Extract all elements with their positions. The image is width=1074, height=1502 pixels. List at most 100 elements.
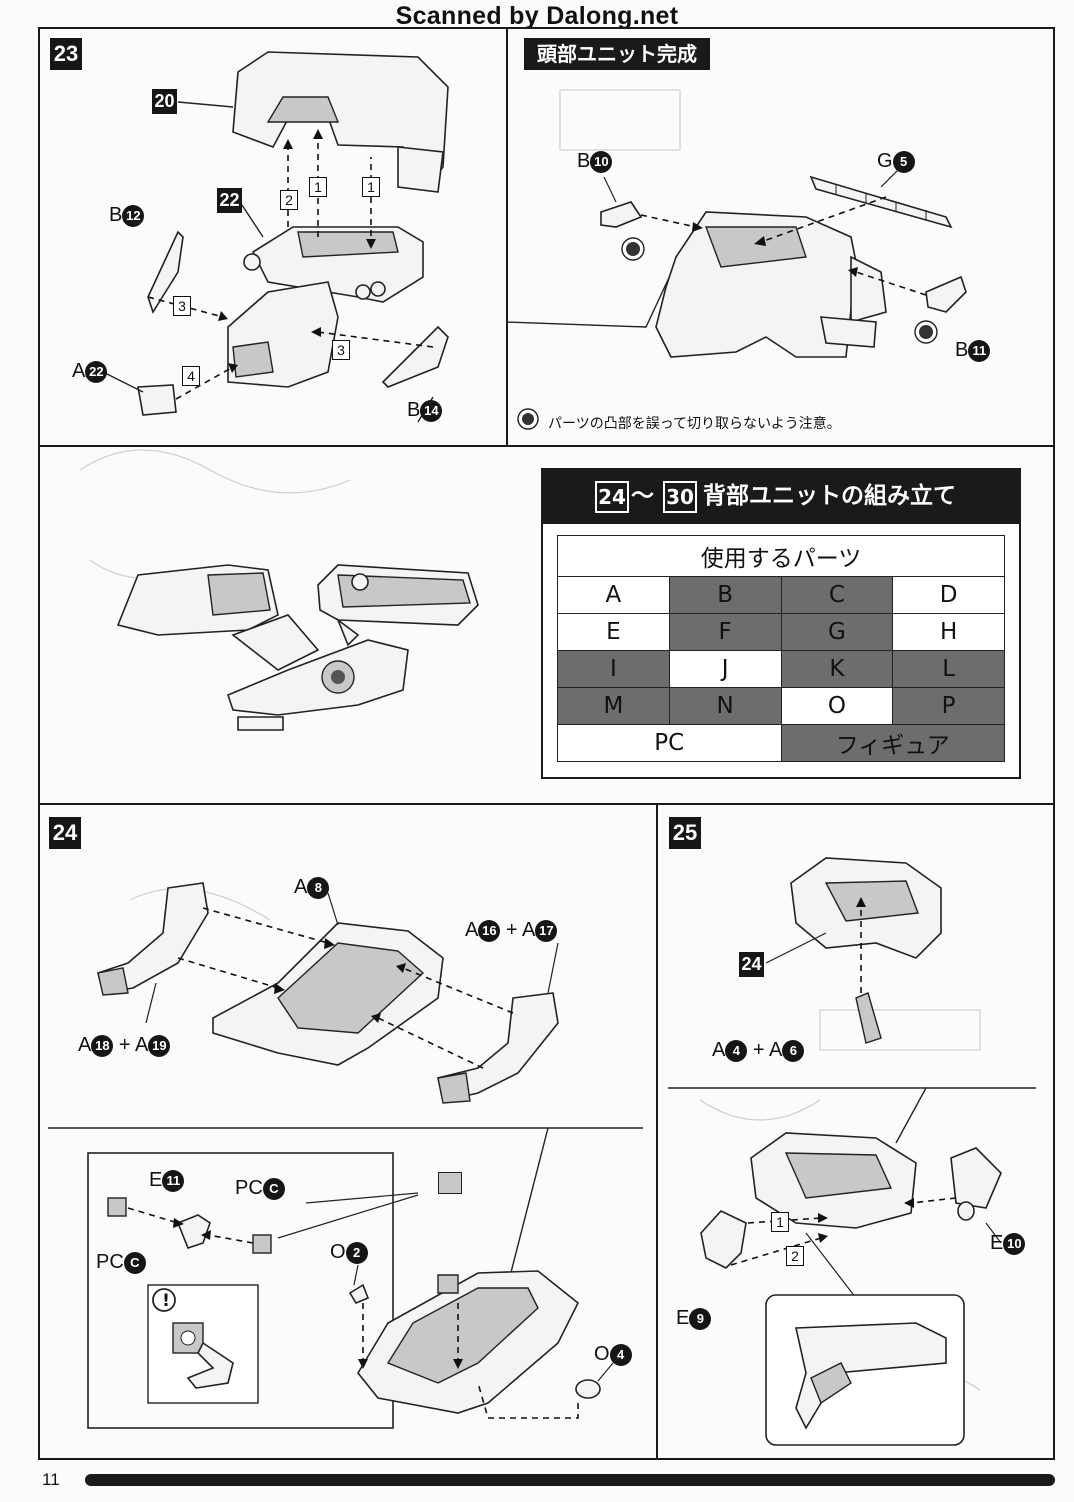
part-d: D xyxy=(892,576,1005,614)
label-a19-letter: A xyxy=(135,1034,149,1056)
part-g: G xyxy=(780,613,894,651)
plus-sign-24a: + xyxy=(505,919,518,941)
part-o: O xyxy=(780,687,894,725)
substep-25-1: 1 xyxy=(771,1212,789,1232)
label-o2-letter: O xyxy=(330,1241,346,1263)
part-i: I xyxy=(557,650,670,688)
parts-header: 使用するパーツ xyxy=(557,535,1005,577)
label-a16-letter: A xyxy=(465,919,479,941)
label-b10-number: 10 xyxy=(590,150,613,173)
label-o2-number: 2 xyxy=(345,1241,368,1264)
substep-4: 4 xyxy=(182,366,200,386)
label-a8-letter: A xyxy=(294,876,308,898)
label-e11-letter: E xyxy=(149,1169,163,1191)
head-complete-diagram xyxy=(506,166,967,430)
label-a18-letter: A xyxy=(78,1034,92,1056)
caution-icon: ! xyxy=(162,1291,170,1311)
label-b14-letter: B xyxy=(407,399,421,421)
part-l: L xyxy=(892,650,1005,688)
parts-table: 使用するパーツ A B C D E F G H I J K L M N O P … xyxy=(557,535,1005,762)
label-a6-number: 6 xyxy=(782,1039,805,1062)
back-unit-title: 背部ユニットの組み立て xyxy=(703,483,956,509)
label-o4-letter: O xyxy=(594,1343,610,1365)
substep-3a: 3 xyxy=(173,296,191,316)
label-pcc-bottom-number: C xyxy=(123,1251,146,1274)
page-number: 11 xyxy=(42,1470,60,1489)
footer-brush-bar xyxy=(85,1474,1055,1486)
back-unit-overview-diagram xyxy=(116,564,479,731)
head-complete-title: 頭部ユニット完成 xyxy=(524,38,710,70)
label-b11-number: 11 xyxy=(968,339,991,362)
label-pcc-bottom-letter: PC xyxy=(96,1251,124,1273)
label-a17-letter: A xyxy=(522,919,536,941)
caution-note: パーツの凸部を誤って切り取らないよう注意。 xyxy=(548,416,841,432)
substep-3b: 3 xyxy=(332,340,350,360)
label-b12-letter: B xyxy=(109,204,123,226)
step-24-diagram xyxy=(48,882,643,1429)
label-e10-number: 10 xyxy=(1003,1232,1026,1255)
substep-1b: 1 xyxy=(362,177,380,197)
label-a22-letter: A xyxy=(72,360,86,382)
label-b12-number: 12 xyxy=(122,204,145,227)
range-separator: 〜 xyxy=(631,483,654,509)
label-b14-number: 14 xyxy=(420,399,443,422)
label-a6-letter: A xyxy=(769,1039,783,1061)
part-j: J xyxy=(668,650,782,688)
label-a4-letter: A xyxy=(712,1039,726,1061)
label-a19-number: 19 xyxy=(148,1034,171,1057)
parts-list-title-bar: 24 〜 30 背部ユニットの組み立て xyxy=(541,468,1021,524)
label-b11-letter: B xyxy=(955,339,969,361)
substep-1a: 1 xyxy=(309,177,327,197)
part-m: M xyxy=(557,687,670,725)
callout-22: 22 xyxy=(217,188,242,213)
label-g5-number: 5 xyxy=(892,150,915,173)
part-e: E xyxy=(557,613,670,651)
part-h: H xyxy=(892,613,1005,651)
step-25-number: 25 xyxy=(669,817,701,849)
part-p: P xyxy=(892,687,1005,725)
part-b: B xyxy=(668,576,782,614)
step-24-number: 24 xyxy=(49,817,81,849)
range-start: 24 xyxy=(595,481,629,513)
part-figure: フィギュア xyxy=(780,724,1005,762)
step-25-diagram xyxy=(668,857,1036,1446)
label-g5-letter: G xyxy=(877,150,893,172)
plus-sign-25: + xyxy=(752,1039,765,1061)
label-pcc-top-number: C xyxy=(262,1177,285,1200)
label-e10-letter: E xyxy=(990,1232,1004,1254)
plus-sign-24b: + xyxy=(118,1034,131,1056)
substep-25-2: 2 xyxy=(786,1246,804,1266)
label-e9-letter: E xyxy=(676,1307,690,1329)
step-23-diagram xyxy=(102,51,449,423)
label-a22-number: 22 xyxy=(85,360,108,383)
label-o4-number: 4 xyxy=(609,1343,632,1366)
part-n: N xyxy=(668,687,782,725)
label-a17-number: 17 xyxy=(535,919,558,942)
watermark-text: Scanned by Dalong.net xyxy=(395,2,679,30)
range-end: 30 xyxy=(663,481,697,513)
label-e11-number: 11 xyxy=(162,1169,185,1192)
label-e9-number: 9 xyxy=(689,1307,712,1330)
part-f: F xyxy=(668,613,782,651)
part-c: C xyxy=(780,576,894,614)
callout-24: 24 xyxy=(739,952,764,977)
label-a16-number: 16 xyxy=(478,919,501,942)
callout-20: 20 xyxy=(152,89,177,114)
label-b10-letter: B xyxy=(577,150,591,172)
